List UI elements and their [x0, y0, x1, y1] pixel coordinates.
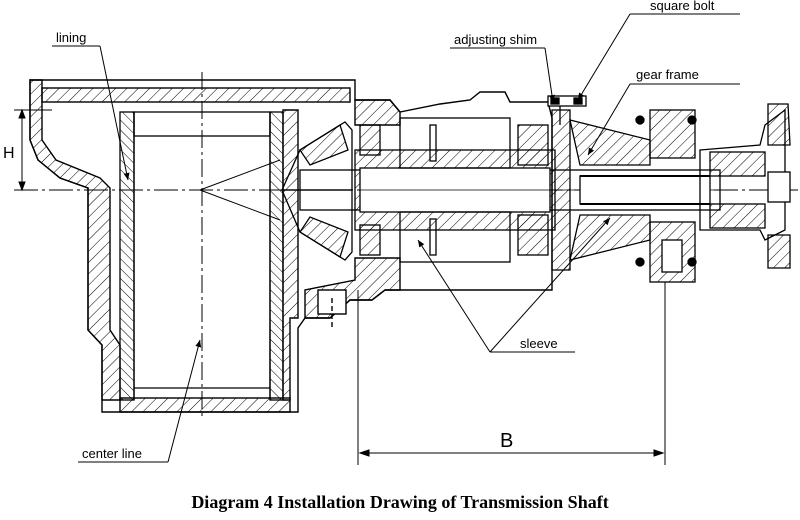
dimension-b-label: B: [500, 430, 513, 452]
bevel-pinion: [199, 121, 353, 261]
label-adjusting-shim: adjusting shim: [454, 32, 537, 47]
dimension-b: [357, 282, 666, 465]
label-gear-frame: gear frame: [636, 67, 699, 82]
dimension-h: [14, 108, 52, 192]
label-center-line: center line: [82, 446, 142, 461]
label-lining: lining: [56, 30, 86, 45]
housing: [29, 79, 553, 413]
lining-sleeve: [119, 111, 284, 401]
label-sleeve: sleeve: [520, 336, 558, 351]
bearings: [359, 117, 549, 263]
dimension-h-label: H: [3, 145, 15, 162]
output-coupling: [699, 103, 791, 269]
label-square-bolt: square bolt: [650, 0, 715, 13]
gear-frame: [551, 109, 697, 283]
leader-lines: [52, 13, 740, 463]
figure-caption: Diagram 4 Installation Drawing of Transm…: [191, 492, 609, 512]
